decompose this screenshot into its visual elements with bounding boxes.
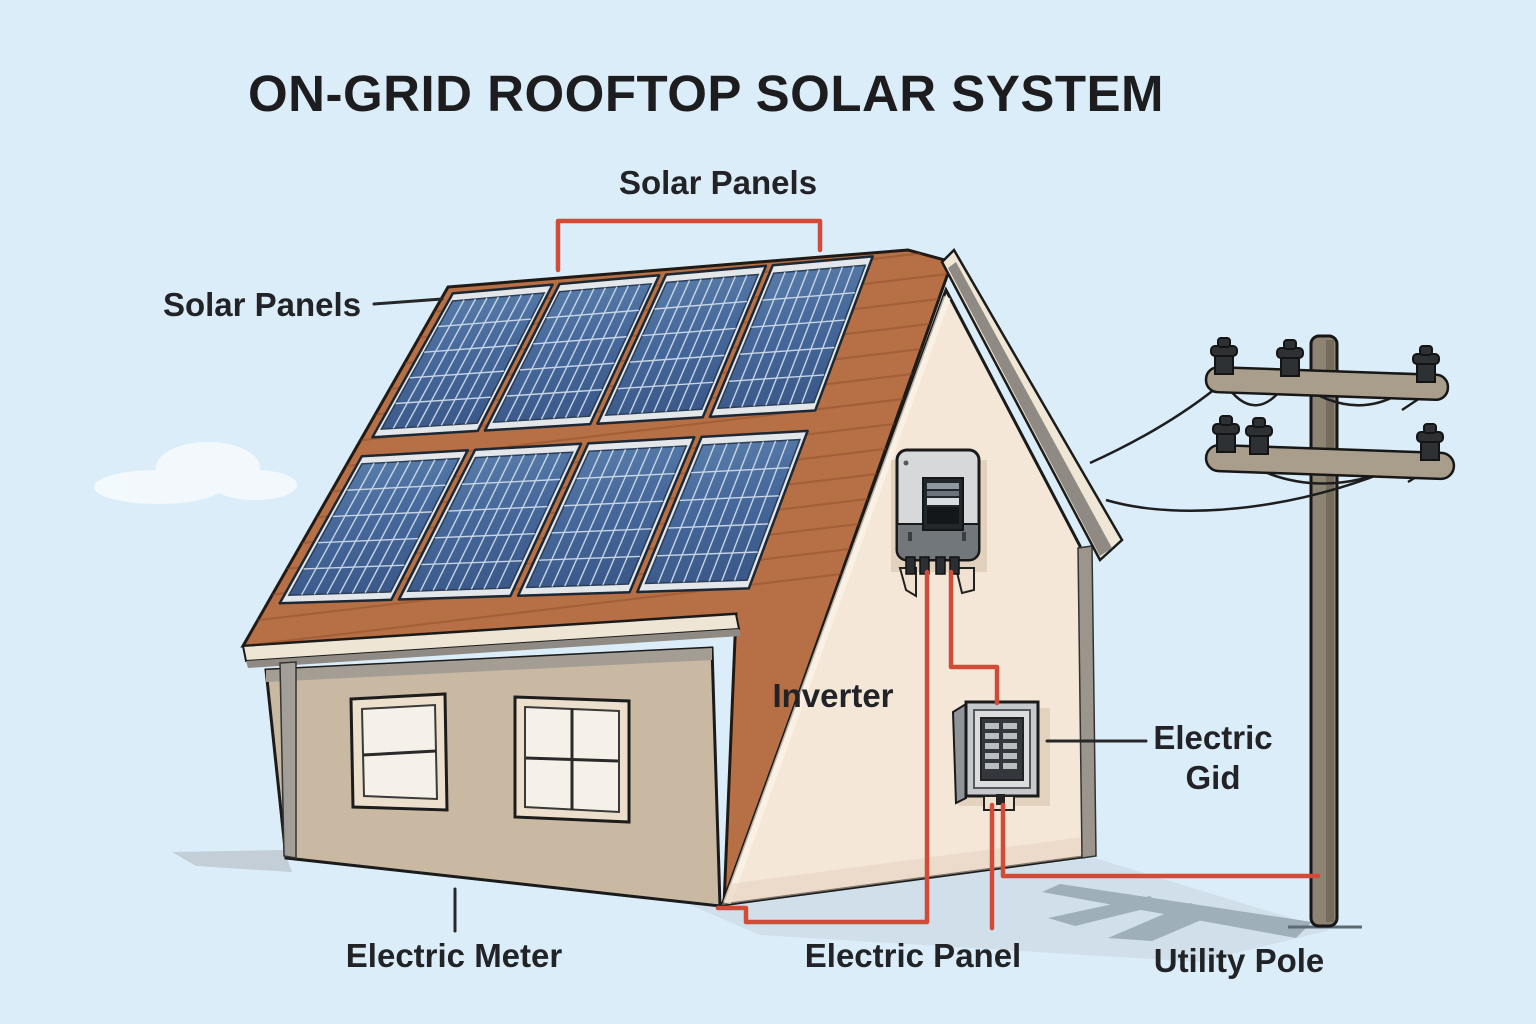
label-inverter: Inverter xyxy=(772,677,894,714)
front-wall-top-shade xyxy=(266,648,712,682)
label-utility-pole: Utility Pole xyxy=(1153,942,1325,979)
red-wire-panel-to-pole xyxy=(1000,802,1321,879)
solar-panel xyxy=(483,273,661,432)
crossarm-upper xyxy=(1204,365,1450,402)
corner-trim-right xyxy=(1077,545,1097,859)
label-electric-panel: Electric Panel xyxy=(804,937,1022,974)
corner-trim-left xyxy=(279,661,297,859)
red-wire-panel-bracket xyxy=(555,218,823,273)
solar-panel xyxy=(278,448,470,605)
solar-panel xyxy=(397,442,583,601)
cloud-icon xyxy=(94,442,297,504)
page-title: ON-GRID ROOFTOP SOLAR SYSTEM xyxy=(247,65,1165,122)
red-wire-inverter-to-meter xyxy=(715,569,930,925)
label-electric-grid-line2: Gid xyxy=(1185,759,1241,797)
utility-pole xyxy=(1089,334,1456,929)
window-left xyxy=(349,692,449,812)
right-rake-shadow xyxy=(948,262,1112,556)
window-right xyxy=(513,695,631,824)
label-electric-meter: Electric Meter xyxy=(345,937,563,974)
solar-panel xyxy=(636,429,809,594)
label-solar-panels-top: Solar Panels xyxy=(618,164,818,201)
red-wire-inverter-to-panel xyxy=(948,569,1000,706)
eave-shadow-band xyxy=(246,629,741,668)
leader-solar-panels-left xyxy=(372,297,444,306)
ground-shadow xyxy=(172,850,1330,962)
solar-panel xyxy=(516,436,696,597)
label-electric-grid-line1: Electric xyxy=(1153,719,1273,756)
insulators xyxy=(1210,337,1444,461)
leader-lines xyxy=(372,297,1148,933)
solar-panel xyxy=(596,264,768,425)
inverter-screen xyxy=(922,477,964,531)
red-wires xyxy=(555,218,1321,931)
inverter-device xyxy=(891,448,987,598)
solar-panel xyxy=(708,255,874,419)
solar-panel xyxy=(371,283,554,439)
breaker-rows xyxy=(985,723,1017,769)
label-electric-grid: Electric Gid xyxy=(1153,718,1272,799)
label-solar-panels-left: Solar Panels xyxy=(162,286,362,323)
inverter-connectors xyxy=(905,556,960,575)
electric-panel-device xyxy=(951,700,1050,811)
solar-array xyxy=(278,255,874,605)
